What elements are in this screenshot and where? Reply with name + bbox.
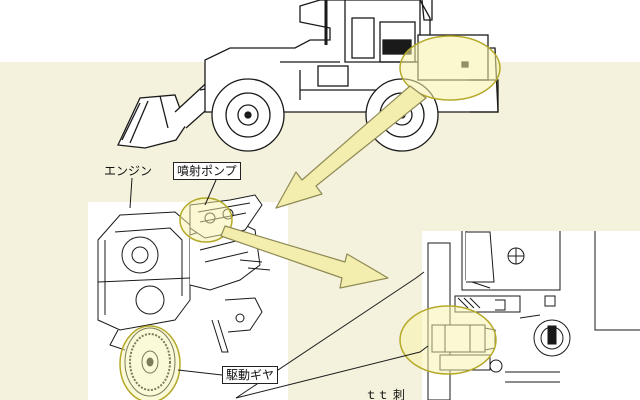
right-arrow-icon — [220, 225, 389, 289]
drive-gear-label: 駆動ギヤ — [222, 366, 279, 384]
engine-label: エンジン — [104, 164, 153, 178]
engine-area-highlight — [399, 35, 501, 101]
injection-pump-label: 噴射ポンプ — [173, 162, 241, 180]
bolt-highlight — [399, 305, 497, 375]
partial-bottom-label: ｔｔ 刺 — [365, 388, 405, 400]
down-left-arrow-icon — [275, 85, 427, 209]
drive-gear-highlight — [119, 325, 181, 400]
drive-gear-drawing — [124, 327, 176, 397]
callout-line-icon — [129, 177, 429, 399]
injection-pump-highlight — [179, 197, 233, 243]
